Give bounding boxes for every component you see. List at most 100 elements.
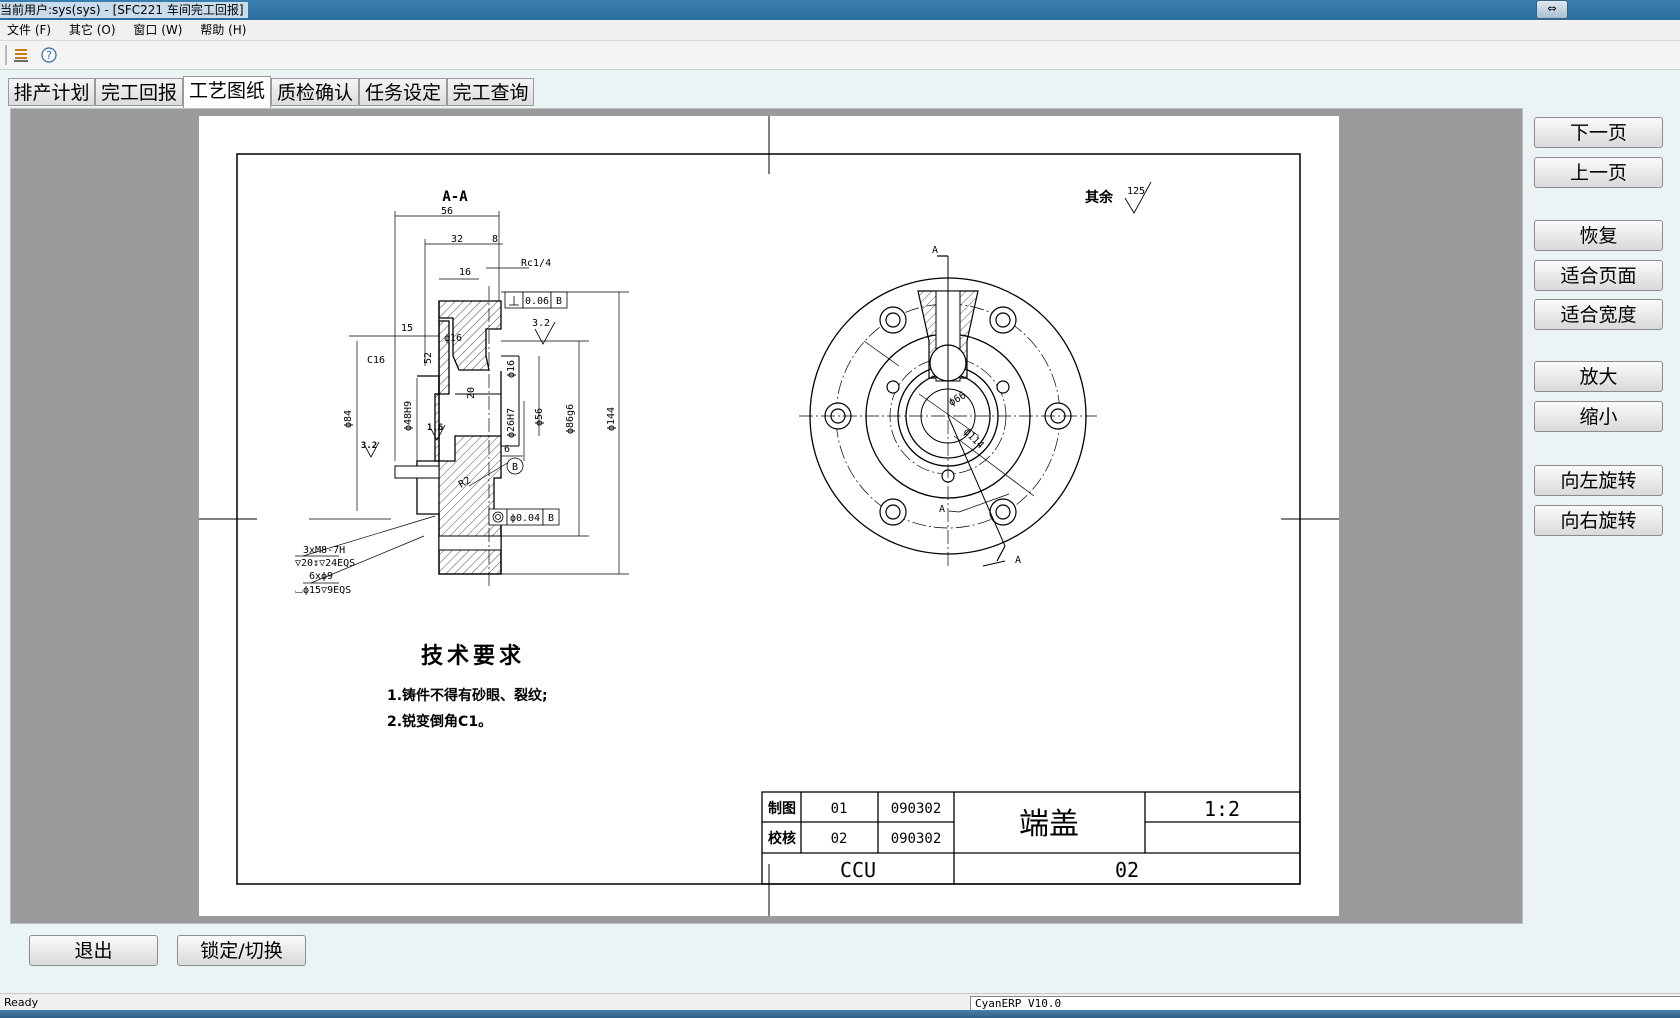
tb-org: CCU <box>840 858 876 882</box>
dim-16: 16 <box>459 267 471 278</box>
fit-page-button[interactable]: 适合页面 <box>1534 260 1663 291</box>
tab-task-settings[interactable]: 任务设定 <box>359 78 447 106</box>
status-bar: Ready CyanERP V10.0 <box>0 993 1680 1012</box>
dim-phi48: ϕ48H9 <box>403 401 414 431</box>
dim-rc: Rc1/4 <box>521 258 551 269</box>
dim-56: 56 <box>441 206 453 217</box>
drawing-viewer[interactable]: A-A <box>10 108 1523 924</box>
roughness-1-6: 1.6 <box>427 423 443 433</box>
tb-drawn-date: 090302 <box>891 801 942 817</box>
toolbar: ? <box>0 41 1680 70</box>
dim-32: 32 <box>451 234 463 245</box>
status-text: Ready <box>4 996 39 1009</box>
drawing-sheet: A-A <box>199 116 1339 916</box>
restore-button[interactable]: 恢复 <box>1534 220 1663 251</box>
tab-process-drawing[interactable]: 工艺图纸 <box>183 76 271 108</box>
lock-switch-button[interactable]: 锁定/切换 <box>177 935 306 966</box>
tab-quality-check[interactable]: 质检确认 <box>271 78 359 106</box>
drawing-frame <box>236 153 1301 885</box>
section-view: A-A <box>295 189 629 596</box>
dim-phi144: ϕ144 <box>606 407 617 431</box>
svg-text:?: ? <box>46 49 52 62</box>
counterbore-hole <box>438 535 502 551</box>
tech-item-2: 2.锐变倒角C1。 <box>387 713 492 730</box>
tb-checked-code: 02 <box>831 831 848 847</box>
title-block-text: 制图 01 090302 校核 02 090302 端盖 1:2 CCU 02 <box>768 797 1240 882</box>
surface-roughness-symbol <box>1124 181 1152 214</box>
tolerance-value-2: ϕ0.04 <box>510 513 540 524</box>
tb-checked-label: 校核 <box>768 830 796 847</box>
menu-bar: 文件 (F) 其它 (O) 窗口 (W) 帮助 (H) <box>0 20 1680 41</box>
top-view <box>799 255 1097 567</box>
dim-52: 52 <box>423 352 434 364</box>
dim-phi84: ϕ84 <box>343 410 354 428</box>
datum-ref-2: B <box>548 513 554 524</box>
dim-phi16b: ϕ16 <box>506 360 517 378</box>
title-bar: 当前用户:sys(sys) - [SFC221 车间完工回报] ⇔ <box>0 0 1680 20</box>
thread-callout-1: 3xM8-7H <box>303 545 345 556</box>
menu-window[interactable]: 窗口 (W) <box>133 23 183 37</box>
thread-callout-2: ▽20↧▽24EQS <box>295 558 355 569</box>
surface-note: 其余 <box>1085 189 1114 206</box>
datum-ref-1: B <box>556 296 562 307</box>
datum-b-marker <box>506 457 524 475</box>
menu-other[interactable]: 其它 (O) <box>68 23 116 37</box>
tolerance-value-1: 0.06 <box>525 296 549 307</box>
rotate-right-button[interactable]: 向右旋转 <box>1534 505 1663 536</box>
section-outline-bore <box>417 375 440 395</box>
dim-8: 8 <box>492 234 498 245</box>
cut-label-mid: A <box>939 504 945 515</box>
tb-drawn-label: 制图 <box>768 800 796 817</box>
tab-schedule[interactable]: 排产计划 <box>8 78 95 106</box>
next-page-button[interactable]: 下一页 <box>1534 117 1663 148</box>
tb-checked-date: 090302 <box>891 831 942 847</box>
dim-phi114: ϕ114 <box>961 426 986 451</box>
zoom-out-button[interactable]: 缩小 <box>1534 401 1663 432</box>
tech-title: 技术要求 <box>421 644 525 669</box>
dim-c16: C16 <box>367 355 385 366</box>
tb-drawing-no: 02 <box>1115 858 1139 882</box>
dim-phi86: ϕ86g6 <box>565 404 576 434</box>
roughness-3-2b: 3.2 <box>361 441 377 451</box>
dim-phi26: ϕ26H7 <box>506 408 517 438</box>
title-block <box>761 791 1301 885</box>
cut-label-top: A <box>932 245 938 256</box>
list-icon[interactable] <box>10 44 32 66</box>
rotate-left-button[interactable]: 向左旋转 <box>1534 465 1663 496</box>
window-title: 当前用户:sys(sys) - [SFC221 车间完工回报] <box>0 2 248 18</box>
help-icon[interactable]: ? <box>38 44 60 66</box>
fit-width-button[interactable]: 适合宽度 <box>1534 299 1663 330</box>
dim-20: 20 <box>466 387 477 399</box>
cut-label-bottom: A <box>1015 555 1021 566</box>
perpendicularity-frame <box>504 291 568 309</box>
concentricity-frame <box>488 508 560 526</box>
dim-15: 15 <box>401 323 413 334</box>
exit-button[interactable]: 退出 <box>29 935 158 966</box>
threaded-hole <box>394 465 440 479</box>
restore-icon[interactable]: ⇔ <box>1536 0 1568 19</box>
dim-6: 6 <box>504 444 510 455</box>
toolbar-separator <box>5 45 7 65</box>
menu-help[interactable]: 帮助 (H) <box>200 23 247 37</box>
datum-b-text: B <box>512 462 518 473</box>
dim-phi16a: ϕ16 <box>444 333 462 344</box>
section-dim-text: 56 32 8 16 Rc1/4 15 C16 ϕ16 ϕ84 ϕ48H9 52… <box>295 206 617 596</box>
taskbar <box>0 1010 1680 1018</box>
section-dimensions <box>295 211 629 584</box>
tb-drawn-code: 01 <box>831 801 848 817</box>
zoom-in-button[interactable]: 放大 <box>1534 361 1663 392</box>
dim-phi66: ϕ66 <box>947 390 968 409</box>
surface-roughness-value: 125 <box>1127 186 1145 197</box>
hole-callout-1: 6xϕ9 <box>309 571 333 582</box>
tb-scale: 1:2 <box>1204 797 1240 821</box>
dim-r2: R2 <box>457 475 473 491</box>
roughness-3-2: 3.2 <box>532 318 550 329</box>
roughness-symbols <box>364 321 556 458</box>
hole-callout-2: ⌴ϕ15▽9EQS <box>295 585 351 596</box>
tab-completion-query[interactable]: 完工查询 <box>447 78 534 106</box>
prev-page-button[interactable]: 上一页 <box>1534 157 1663 188</box>
dim-phi56: ϕ56 <box>534 408 545 426</box>
menu-file[interactable]: 文件 (F) <box>7 23 52 37</box>
tab-completion-report[interactable]: 完工回报 <box>95 78 183 106</box>
section-label: A-A <box>442 189 468 205</box>
